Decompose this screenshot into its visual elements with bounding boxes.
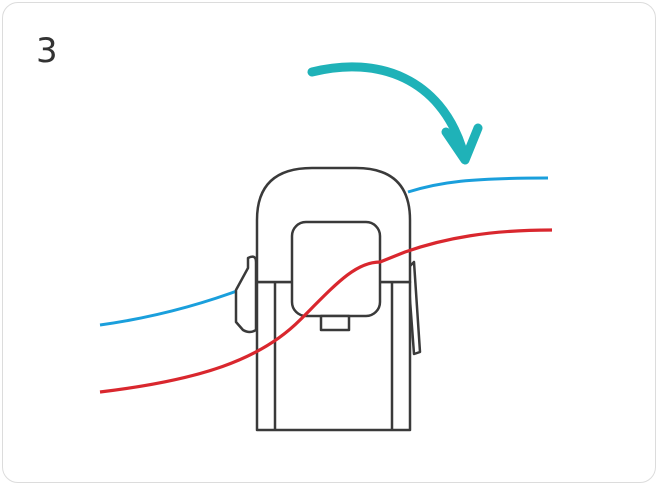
clamp-window	[290, 220, 382, 318]
blue-wire-left	[99, 286, 246, 327]
clamp-left-latch	[234, 255, 258, 334]
red-wire	[99, 228, 553, 394]
clamp-window-tab	[319, 314, 351, 332]
curved-arrow-icon	[307, 62, 483, 165]
step-number: 3	[36, 31, 58, 71]
current-clamp-icon	[234, 166, 422, 432]
blue-wire-right	[407, 176, 549, 194]
arrow-shaft	[307, 62, 467, 153]
arrow-head	[441, 123, 483, 165]
